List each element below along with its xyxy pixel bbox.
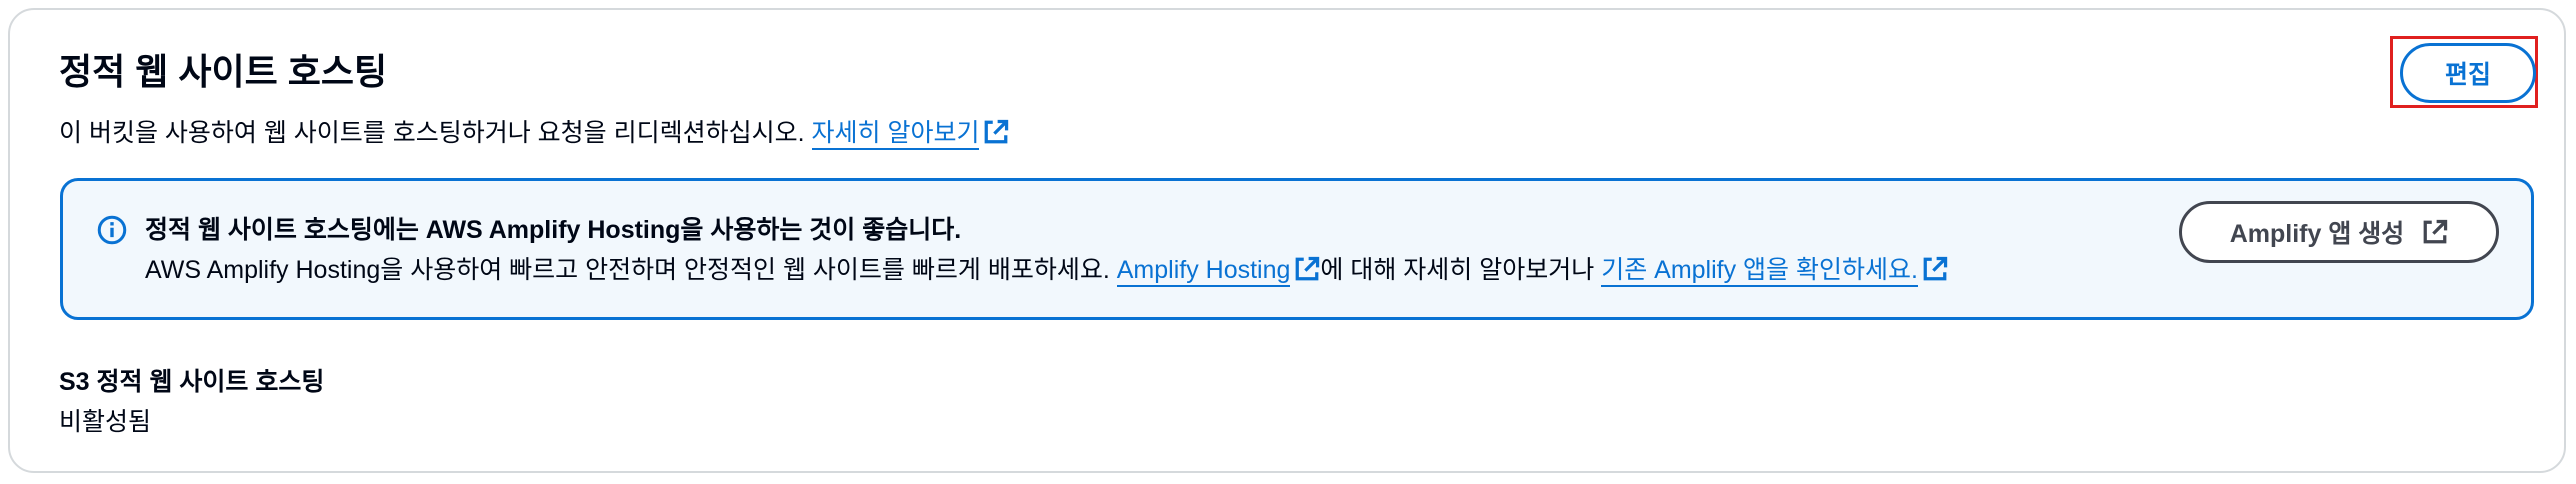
section-description: 이 버킷을 사용하여 웹 사이트를 호스팅하거나 요청을 리디렉션하십시오. 자… (59, 116, 1009, 150)
alert-body: AWS Amplify Hosting을 사용하여 빠르고 안전하며 안정적인 … (145, 253, 1948, 287)
learn-more-label: 자세히 알아보기 (811, 119, 980, 147)
amplify-hosting-link[interactable]: Amplify Hosting (1116, 256, 1291, 287)
info-circle-icon (97, 215, 127, 245)
edit-button-highlight (2390, 36, 2538, 108)
description-text: 이 버킷을 사용하여 웹 사이트를 호스팅하거나 요청을 리디렉션하십시오. (59, 119, 805, 147)
static-website-hosting-panel: 정적 웹 사이트 호스팅 이 버킷을 사용하여 웹 사이트를 호스팅하거나 요청… (8, 8, 2566, 473)
external-link-icon[interactable] (983, 119, 1009, 145)
external-link-icon (2422, 219, 2448, 245)
create-amplify-app-button[interactable]: Amplify 앱 생성 (2179, 201, 2499, 263)
amplify-hosting-link-label: Amplify Hosting (1116, 256, 1291, 284)
alert-body-text: AWS Amplify Hosting을 사용하여 빠르고 안전하며 안정적인 … (145, 256, 1110, 284)
existing-apps-link-label: 기존 Amplify 앱을 확인하세요. (1601, 256, 1918, 284)
learn-more-link[interactable]: 자세히 알아보기 (811, 119, 980, 150)
external-link-icon[interactable] (1922, 256, 1948, 282)
hosting-status-value: 비활성됨 (59, 408, 152, 436)
section-title: 정적 웹 사이트 호스팅 (59, 51, 388, 92)
hosting-status-label: S3 정적 웹 사이트 호스팅 (59, 368, 325, 396)
edit-button[interactable]: 편집 (2400, 43, 2536, 103)
amplify-info-alert: 정적 웹 사이트 호스팅에는 AWS Amplify Hosting을 사용하는… (60, 178, 2534, 320)
create-amplify-app-label: Amplify 앱 생성 (2229, 220, 2405, 248)
external-link-icon[interactable] (1294, 256, 1320, 282)
alert-title: 정적 웹 사이트 호스팅에는 AWS Amplify Hosting을 사용하는… (145, 216, 962, 244)
existing-amplify-apps-link[interactable]: 기존 Amplify 앱을 확인하세요. (1601, 256, 1918, 287)
alert-body-middle-text: 에 대해 자세히 알아보거나 (1320, 256, 1595, 284)
